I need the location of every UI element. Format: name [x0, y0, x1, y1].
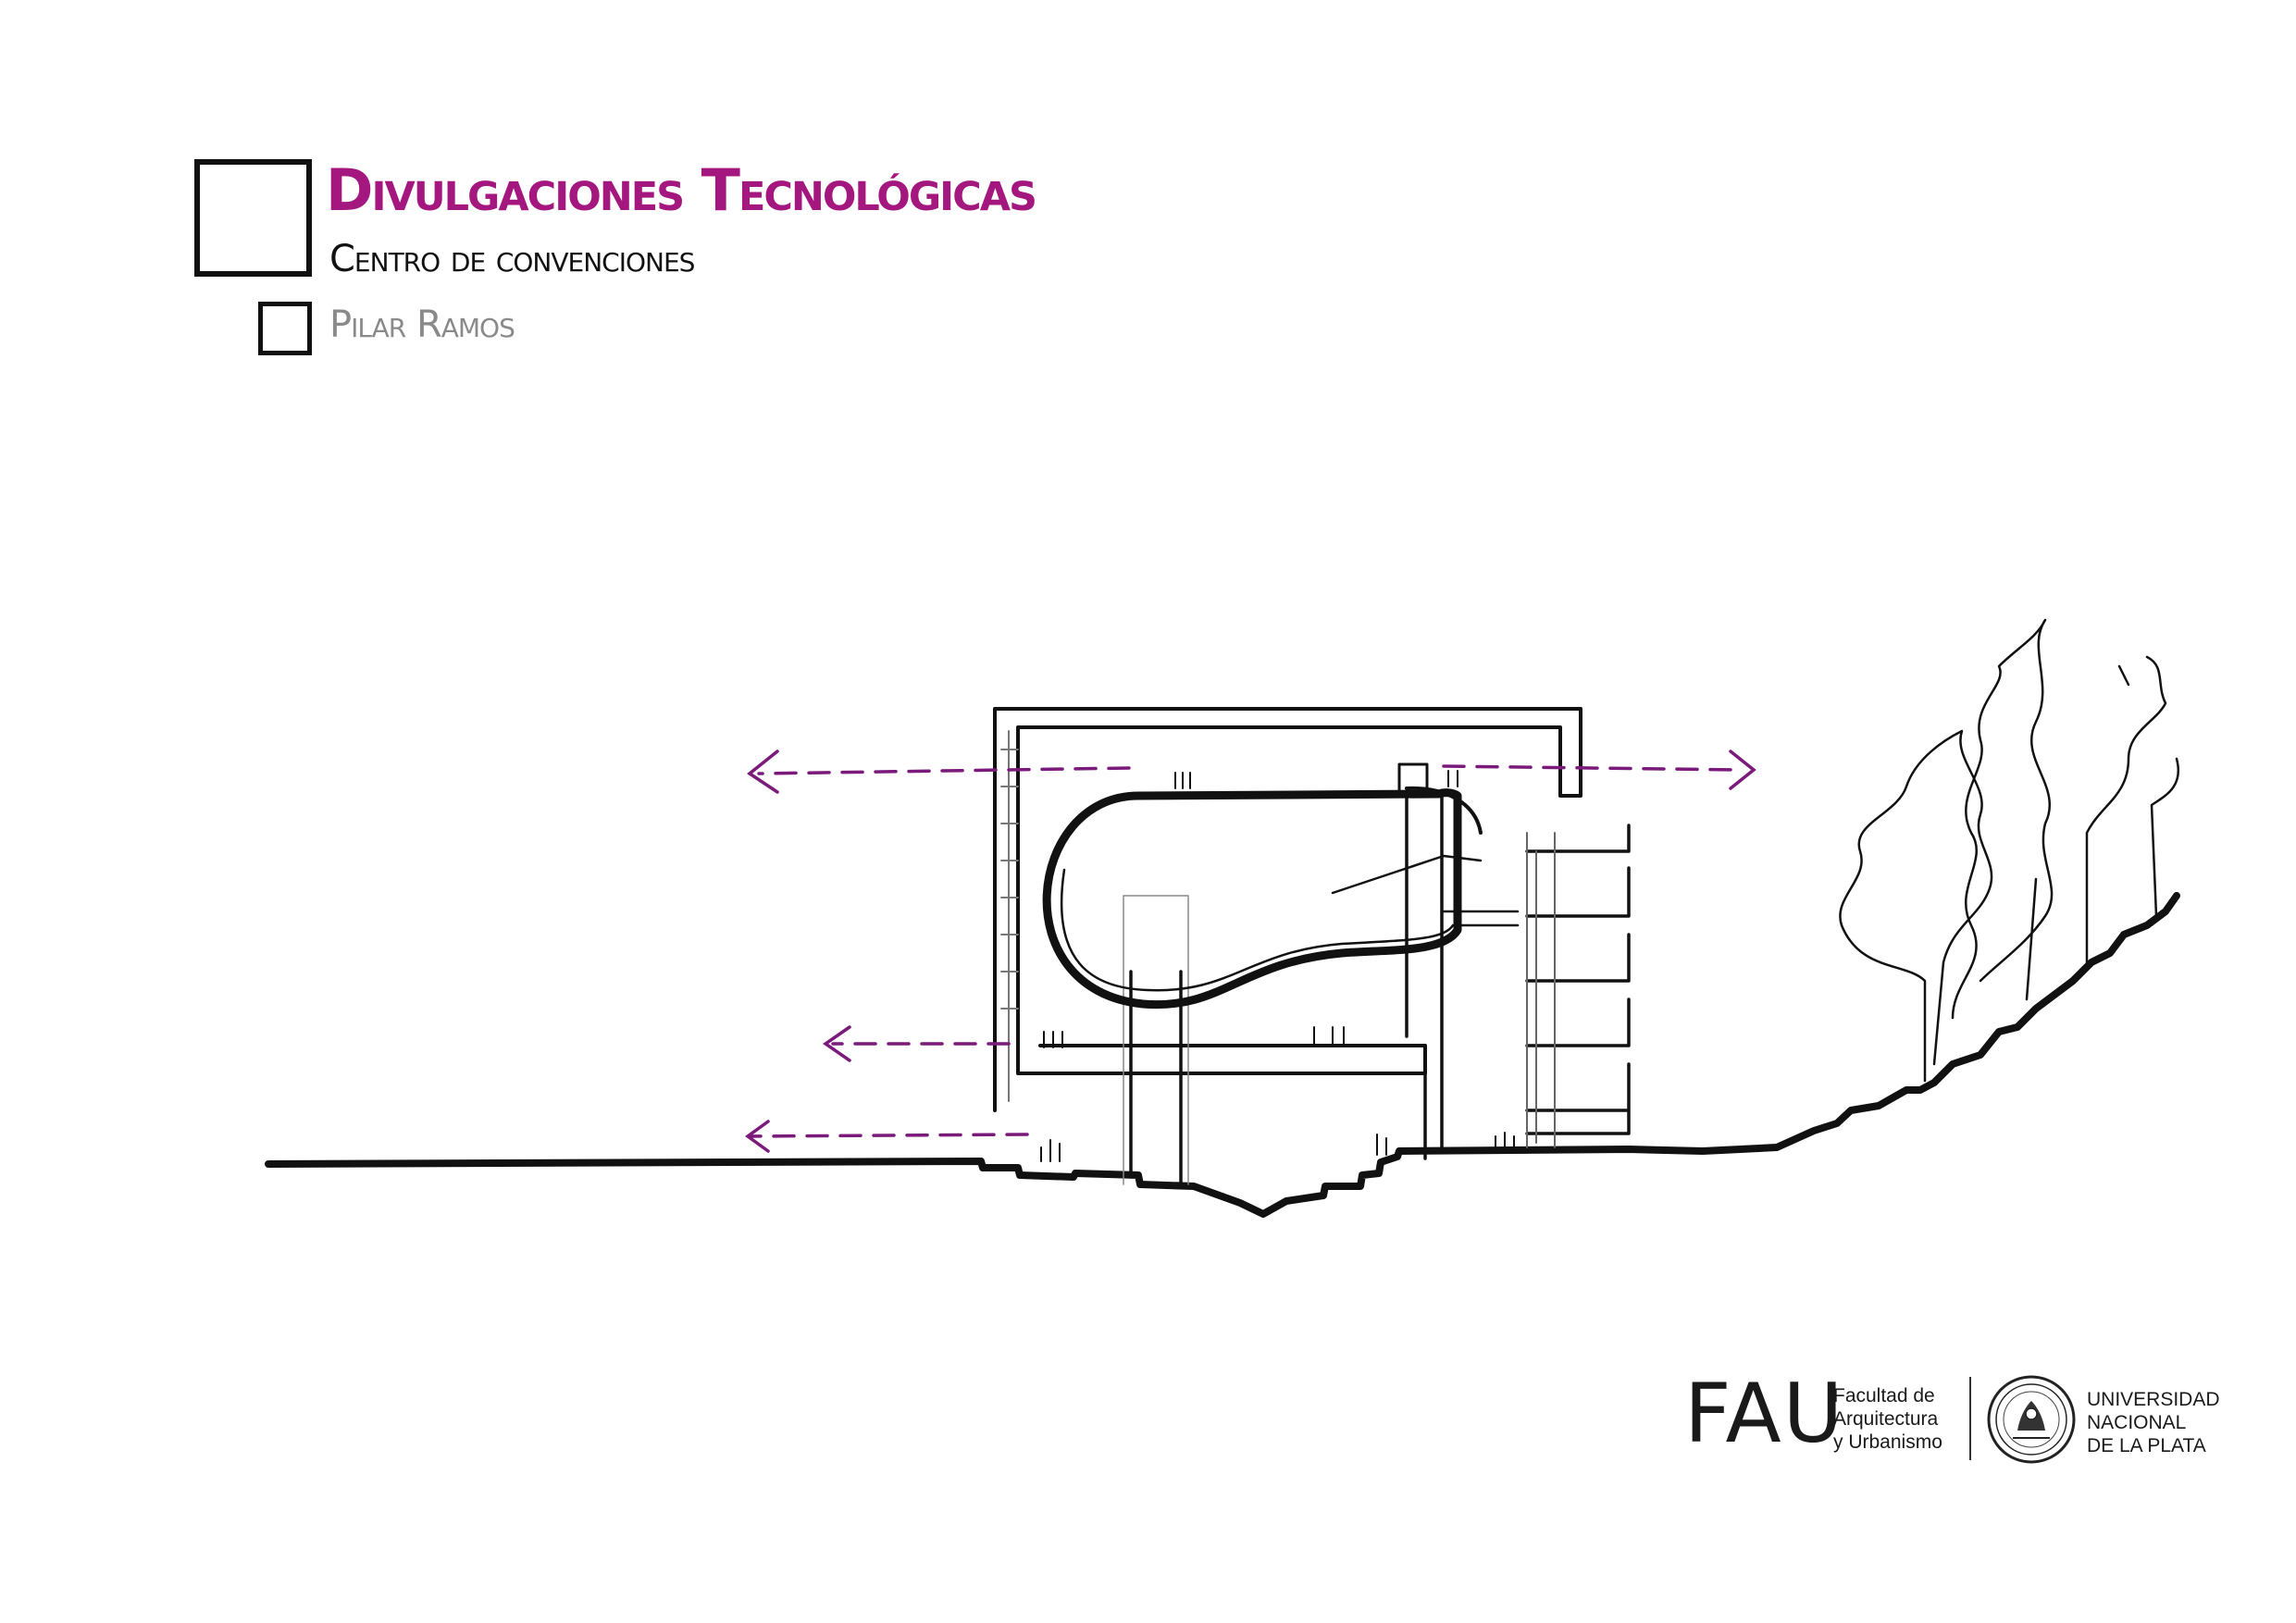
building-light-columns [1123, 895, 1189, 1185]
auditorium-roof-curve [1405, 786, 1483, 835]
title-frame-square [194, 159, 312, 277]
flow-arrow-ground [748, 1133, 1029, 1138]
building-columns [1129, 794, 1444, 1186]
arrowhead-middle [822, 1025, 851, 1062]
people-figures [1040, 770, 1515, 1162]
roof-skylight [1397, 762, 1429, 794]
author-name: Pilar Ramos [329, 304, 515, 346]
cantilever-floors [1525, 824, 1631, 1135]
auditorium-inner-line [1060, 868, 1455, 992]
faculty-line: y Urbanismo [1833, 1431, 1942, 1453]
university-line: UNIVERSIDAD [2087, 1389, 2220, 1410]
faculty-name: Facultad de Arquitectura y Urbanismo [1833, 1384, 1942, 1454]
university-seal-icon [1987, 1375, 2076, 1464]
page-subtitle: Centro de convenciones [329, 238, 695, 280]
author-frame-square [258, 302, 312, 355]
flow-arrow-top-left [757, 766, 1131, 775]
building-outer-frame [993, 707, 1582, 1112]
faculty-line: Facultad de [1833, 1385, 1935, 1406]
auditorium-capsule [1042, 788, 1462, 1010]
flow-arrow-top-right [1442, 764, 1742, 772]
university-line: DE LA PLATA [2087, 1435, 2206, 1456]
tree-left [1839, 729, 1993, 1083]
fau-logo-mark: FAU [1684, 1366, 1845, 1461]
auditorium-sketch-strokes [1331, 854, 1520, 927]
university-name: UNIVERSIDAD NACIONAL DE LA PLATA [2087, 1388, 2220, 1457]
faculty-line: Arquitectura [1833, 1408, 1939, 1430]
university-line: NACIONAL [2087, 1412, 2187, 1433]
arrowhead-ground [745, 1120, 770, 1153]
logo-divider [1969, 1377, 1971, 1460]
tree-right [2085, 655, 2179, 964]
cantilever-frames [1526, 832, 1556, 1148]
page-title: Divulgaciones Tecnológicas [326, 156, 1037, 224]
arrowhead-top-right [1729, 750, 1756, 790]
building-facade-lines [1000, 730, 1019, 1102]
tree-middle [1951, 618, 2054, 1020]
arrowhead-top-left [747, 750, 779, 794]
ground-line [265, 892, 2180, 1218]
